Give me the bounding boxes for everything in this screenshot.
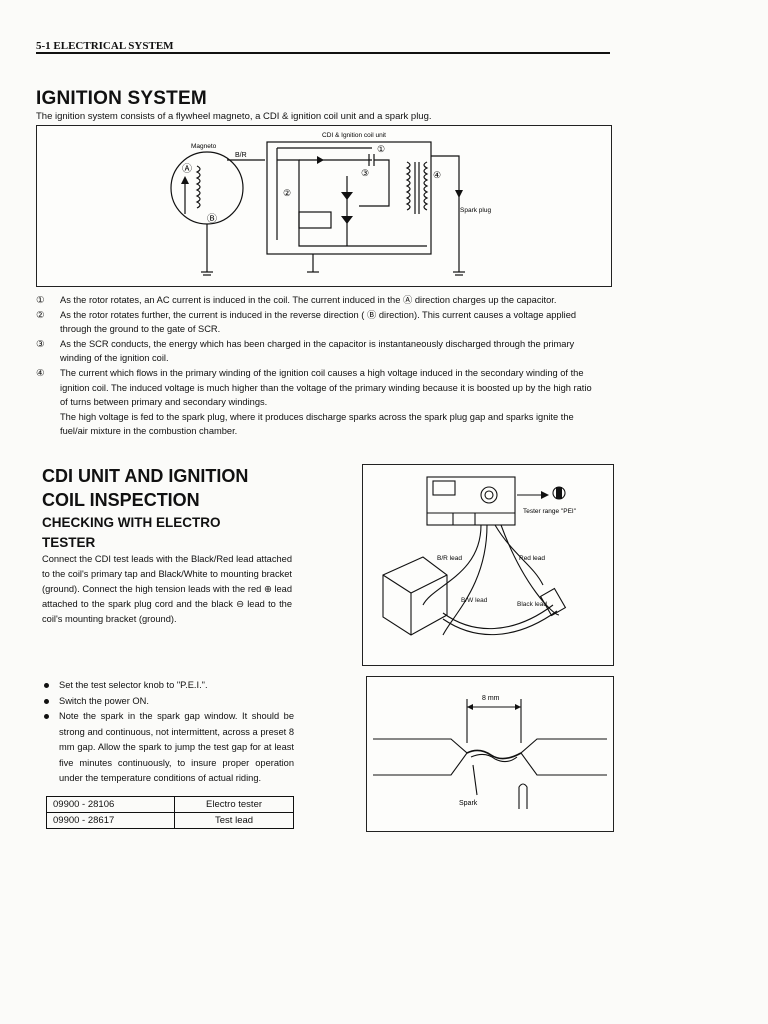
step-continuation: The high voltage is fed to the spark plu…: [36, 410, 596, 439]
bw-lead-label: B/W lead: [461, 597, 488, 604]
list-item: Note the spark in the spark gap window. …: [42, 709, 294, 787]
intro-text: The ignition system consists of a flywhe…: [36, 111, 432, 122]
diode-icon: [341, 216, 353, 224]
step-number: ②: [36, 309, 45, 320]
spark-label: Spark: [459, 800, 478, 807]
header-rule: [36, 52, 610, 54]
section-subtitle: TESTER: [42, 535, 96, 550]
ignition-coil: [382, 556, 448, 636]
ignition-wiring-diagram: CDI & Ignition coil unit Magneto B/R Spa…: [36, 125, 612, 287]
section-subtitle: CHECKING WITH ELECTRO: [42, 515, 221, 530]
tester-range-label: Tester range "PEI": [523, 508, 577, 515]
list-item: ④ The current which flows in the primary…: [36, 366, 596, 410]
mark-3: ③: [361, 168, 369, 178]
magneto-label: Magneto: [191, 143, 217, 150]
diode-icon: [317, 156, 324, 164]
list-item: Set the test selector knob to "P.E.I.".: [42, 678, 294, 694]
black-lead-label: Black lead: [517, 601, 547, 608]
list-item: ① As the rotor rotates, an AC current is…: [36, 293, 596, 308]
mark-1: ①: [377, 144, 385, 154]
mark-b: Ⓑ: [207, 213, 217, 225]
arrow-down-icon: [455, 190, 463, 198]
tool-name: Test lead: [174, 812, 294, 829]
list-item: ③ As the SCR conducts, the energy which …: [36, 337, 596, 366]
special-tools-table: 09900 - 28106 Electro tester 09900 - 286…: [45, 796, 294, 829]
step-text: As the SCR conducts, the energy which ha…: [60, 338, 575, 364]
br-lead-label: B/R lead: [437, 555, 462, 562]
list-item: ② As the rotor rotates further, the curr…: [36, 308, 596, 337]
diode-icon: [341, 192, 353, 200]
cdi-unit-box: [266, 141, 432, 255]
tester-box: [426, 476, 516, 526]
step-text: The current which flows in the primary w…: [60, 367, 592, 408]
part-number: 09900 - 28106: [45, 796, 176, 813]
section-title: COIL INSPECTION: [42, 490, 200, 510]
wire-label: B/R: [235, 152, 247, 159]
mark-a: Ⓐ: [182, 163, 192, 175]
spark-gap-figure: 8 mm Spark: [366, 676, 614, 832]
step-number: ③: [36, 338, 45, 349]
page-title: IGNITION SYSTEM: [36, 88, 207, 109]
gap-label: 8 mm: [482, 695, 500, 702]
step-text: As the rotor rotates, an AC current is i…: [60, 295, 557, 305]
section-header: 5-1 ELECTRICAL SYSTEM: [36, 40, 174, 52]
step-text: As the rotor rotates further, the curren…: [60, 309, 577, 335]
list-item: Switch the power ON.: [42, 694, 294, 710]
selector-knob-icon: [480, 486, 498, 504]
table-row: 09900 - 28617 Test lead: [45, 812, 294, 829]
mark-2: ②: [283, 188, 291, 198]
red-lead-label: Red lead: [519, 555, 545, 562]
electro-tester-figure: Tester range "PEI" B/R lead Red lead B/W…: [362, 464, 614, 666]
spark-plug-label: Spark plug: [460, 207, 491, 214]
step-number: ④: [36, 367, 45, 378]
cdi-body-text: Connect the CDI test leads with the Blac…: [42, 554, 292, 624]
step-number: ①: [36, 295, 45, 305]
ignition-steps: ① As the rotor rotates, an AC current is…: [36, 293, 596, 439]
section-title: CDI UNIT AND IGNITION: [42, 466, 249, 486]
unit-label: CDI & Ignition coil unit: [322, 132, 386, 139]
table-row: 09900 - 28106 Electro tester: [45, 796, 294, 813]
mark-4: ④: [433, 170, 441, 180]
arrow-up-icon: [181, 176, 189, 184]
step-text: The high voltage is fed to the spark plu…: [60, 411, 574, 437]
procedure-list: Set the test selector knob to "P.E.I.". …: [42, 678, 294, 787]
tool-name: Electro tester: [174, 796, 294, 813]
part-number: 09900 - 28617: [45, 812, 176, 829]
